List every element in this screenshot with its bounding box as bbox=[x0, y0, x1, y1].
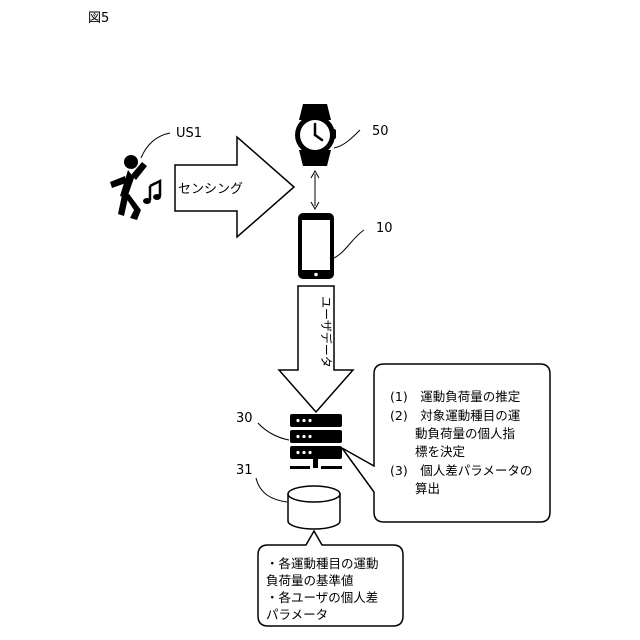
server-callout-line: 動負荷量の個人指 bbox=[390, 426, 515, 441]
server-callout-line: (2) 対象運動種目の運 bbox=[390, 408, 521, 423]
phone-leader-line bbox=[334, 230, 364, 258]
server-callout-line: 算出 bbox=[390, 481, 440, 496]
server-leader-line bbox=[258, 423, 289, 440]
database-leader-line bbox=[256, 478, 287, 502]
database-callout-line: ・各ユーザの個人差 bbox=[266, 590, 378, 605]
server-callout-line: 標を決定 bbox=[390, 444, 465, 459]
bluetooth-link-arrow bbox=[311, 171, 319, 209]
server-callout-line: (3) 個人差パラメータの bbox=[390, 463, 532, 478]
database-callout-line: ・各運動種目の運動 bbox=[266, 556, 379, 571]
smartphone-icon bbox=[298, 213, 334, 279]
dancing-person-icon bbox=[110, 155, 147, 220]
music-note-icon bbox=[143, 181, 161, 204]
server-label: 30 bbox=[236, 411, 253, 426]
watch-leader-line bbox=[334, 130, 360, 148]
sensing-arrow-label: センシング bbox=[178, 182, 243, 197]
database-callout-line: 負荷量の基準値 bbox=[266, 573, 354, 588]
user-leader-line bbox=[141, 133, 170, 158]
server-icon bbox=[290, 414, 342, 469]
wristwatch-icon bbox=[295, 104, 336, 166]
database-icon bbox=[288, 486, 340, 529]
database-label: 31 bbox=[236, 463, 253, 478]
server-callout-bubble bbox=[342, 364, 550, 522]
database-callout-line: パラメータ bbox=[266, 607, 328, 622]
user-data-arrow-label: ユーザデータ bbox=[319, 296, 334, 368]
phone-label: 10 bbox=[376, 221, 393, 236]
figure-title: 図5 bbox=[88, 11, 109, 26]
server-callout-line: (1) 運動負荷量の推定 bbox=[390, 389, 520, 404]
watch-label: 50 bbox=[372, 124, 389, 139]
user-label: US1 bbox=[176, 126, 202, 141]
user-data-arrow bbox=[279, 286, 353, 412]
